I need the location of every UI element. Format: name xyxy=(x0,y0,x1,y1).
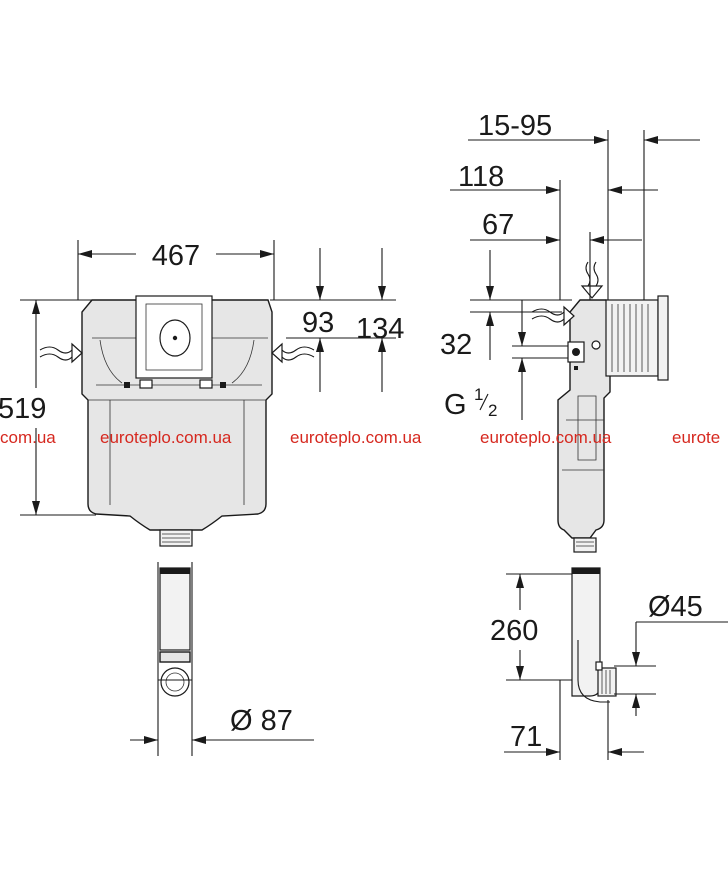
front-outlet-pipe: Ø 87 xyxy=(130,562,314,756)
outlet-pipe-circle xyxy=(160,667,190,697)
dimension-inlet-134: 134 xyxy=(356,313,404,345)
water-inlet-arrow-icon xyxy=(531,305,575,327)
dimension-diameter-87: Ø 87 xyxy=(230,705,293,737)
side-view: 15-95 118 67 32 G 1 2 xyxy=(440,110,700,553)
cistern-side-body xyxy=(557,299,611,539)
water-inlet-arrow-icon xyxy=(271,342,315,364)
dimension-height-519: 519 xyxy=(0,393,46,425)
side-outlet-pipe: 260 71 Ø45 xyxy=(490,567,728,760)
outlet-elbow xyxy=(597,667,617,697)
dimension-inlet-93: 93 xyxy=(302,307,334,339)
watermark-fragment-left: com.ua xyxy=(0,428,56,447)
front-view: 467 519 93 134 xyxy=(0,236,404,547)
watermark-text-2: euroteplo.com.ua xyxy=(290,428,422,447)
thread-size-g: G xyxy=(444,389,467,421)
watermark-text-3: euroteplo.com.ua xyxy=(480,428,612,447)
thread-size-numerator: 1 xyxy=(474,385,483,404)
watermark-fragment-right: eurote xyxy=(672,428,720,447)
cistern-front-body xyxy=(81,299,273,531)
dimension-outlet-260: 260 xyxy=(490,615,538,647)
dimension-depth-67: 67 xyxy=(482,209,514,241)
dimension-outlet-71: 71 xyxy=(510,721,542,753)
dimension-depth-118: 118 xyxy=(458,161,504,193)
dimension-width-467: 467 xyxy=(152,240,200,272)
dimension-depth-15-95: 15-95 xyxy=(478,110,552,142)
dimension-offset-32: 32 xyxy=(440,329,472,361)
dimension-diameter-45: Ø45 xyxy=(648,591,703,623)
steam-icon xyxy=(580,261,604,299)
mounting-frame xyxy=(605,299,659,377)
watermark-text-1: euroteplo.com.ua xyxy=(100,428,232,447)
front-cover-plate xyxy=(657,295,669,381)
water-inlet-arrow-icon xyxy=(39,342,83,364)
thread-size-denominator: 2 xyxy=(488,401,497,420)
watermark-row: com.ua euroteplo.com.ua euroteplo.com.ua… xyxy=(0,428,720,447)
